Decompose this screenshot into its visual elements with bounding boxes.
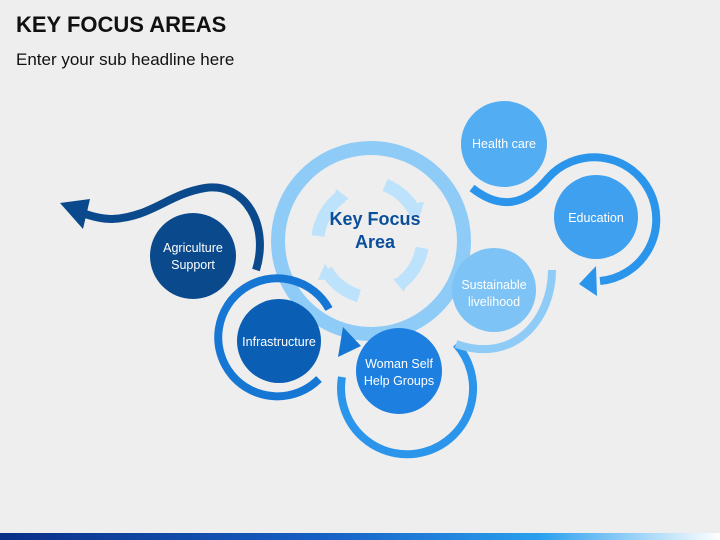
node-agriculture: Agriculture Support [150, 213, 236, 299]
agriculture-arrow-line [78, 183, 264, 272]
node-agriculture-circle [150, 213, 236, 299]
node-health-line1: Health care [472, 137, 536, 151]
infrastructure-ring [214, 274, 333, 401]
node-sustainable-line2: livelihood [468, 295, 520, 309]
node-education-circle [554, 175, 638, 259]
node-infrastructure-circle [237, 299, 321, 383]
page-subtitle: Enter your sub headline here [16, 50, 235, 69]
node-woman-self-help: Woman Self Help Groups [356, 328, 442, 414]
node-woman-line2: Help Groups [364, 374, 434, 388]
node-health-care: Health care [461, 101, 547, 187]
node-sustainable: Sustainable livelihood [452, 248, 536, 332]
node-sustainable-circle [452, 248, 536, 332]
node-woman-line1: Woman Self [365, 357, 433, 371]
node-infrastructure: Infrastructure [237, 299, 321, 383]
node-sustainable-line1: Sustainable [461, 278, 526, 292]
footer-gradient-bar [0, 533, 720, 540]
education-arrowhead [579, 266, 597, 296]
node-woman-circle [356, 328, 442, 414]
agriculture-arrowhead [60, 199, 90, 229]
woman-ring [337, 341, 478, 459]
sustainable-ring [454, 269, 556, 354]
node-infrastructure-line1: Infrastructure [242, 335, 316, 349]
node-agriculture-line1: Agriculture [163, 241, 223, 255]
node-education-line1: Education [568, 211, 624, 225]
node-education: Education [554, 175, 638, 259]
education-ring [469, 153, 661, 285]
hub-ring [271, 141, 471, 341]
node-health-circle [461, 101, 547, 187]
hub-label-line2: Area [355, 232, 396, 252]
cycle-arrowheads [318, 189, 424, 292]
page-title: KEY FOCUS AREAS [16, 12, 227, 37]
node-agriculture-line2: Support [171, 258, 215, 272]
hub-label-line1: Key Focus [329, 209, 420, 229]
infrastructure-arrowhead [338, 327, 361, 357]
